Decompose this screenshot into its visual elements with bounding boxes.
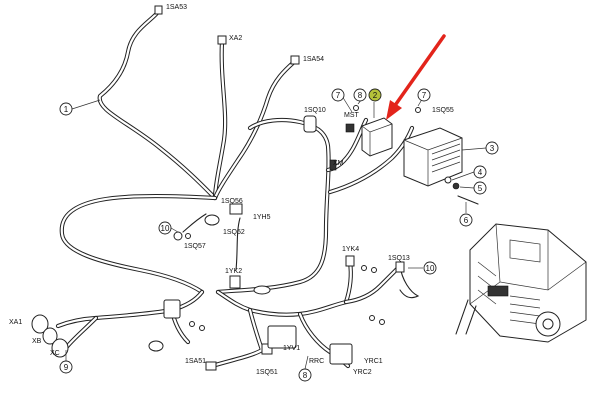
svg-text:2: 2 xyxy=(373,91,378,100)
svg-text:5: 5 xyxy=(478,184,483,193)
label-1sa53: 1SA53 xyxy=(166,4,187,11)
callout-2: 2 xyxy=(368,88,382,102)
svg-text:3: 3 xyxy=(490,144,495,153)
nut-5 xyxy=(452,182,460,190)
label-1sq13: 1SQ13 xyxy=(388,255,410,262)
bolt-small-6 xyxy=(369,315,375,321)
label-1sq56: 1SQ56 xyxy=(221,198,243,205)
label-1yh5: 1YH5 xyxy=(253,214,271,221)
label-yrc1: YRC1 xyxy=(364,358,383,365)
callout-10-left: 10 xyxy=(158,221,172,235)
label-1sa51: 1SA51 xyxy=(185,358,206,365)
label-xa1: XA1 xyxy=(9,319,22,326)
main-harness xyxy=(55,9,415,369)
callout-8-top: 8 xyxy=(353,88,367,102)
relay-1yk4 xyxy=(345,255,355,267)
label-1sq52: 1SQ52 xyxy=(223,229,245,236)
connector-xm xyxy=(329,159,337,171)
callout-3: 3 xyxy=(485,141,499,155)
sensor-1sq10 xyxy=(303,115,317,133)
valve-block-yrc xyxy=(329,343,353,365)
bolt-small-3 xyxy=(199,325,205,331)
label-1sa54: 1SA54 xyxy=(303,56,324,63)
callouts: 1 2 3 4 5 6 7 7 xyxy=(59,88,499,382)
label-xb: XB xyxy=(32,338,42,345)
connector-xa1 xyxy=(31,314,49,334)
washer-4 xyxy=(444,176,452,184)
sensor-1sq56 xyxy=(229,203,243,215)
callout-9: 9 xyxy=(59,360,73,374)
label-mst: MST xyxy=(344,112,360,119)
connector-1sa51 xyxy=(205,361,217,371)
callout-7-right: 7 xyxy=(417,88,431,102)
machine-thumbnail xyxy=(455,223,587,343)
label-1yv1: 1YV1 xyxy=(283,345,300,352)
bolt-small-9 xyxy=(415,107,421,113)
junction-block xyxy=(163,299,181,319)
label-xa2: XA2 xyxy=(229,35,242,42)
bolt-small-7 xyxy=(379,319,385,325)
clamp-ring-2 xyxy=(148,340,164,352)
label-1sq51: 1SQ51 xyxy=(256,369,278,376)
connector-xb xyxy=(42,327,58,345)
bolt-small-8 xyxy=(353,105,359,111)
label-1sq10: 1SQ10 xyxy=(304,107,326,114)
svg-text:1: 1 xyxy=(64,105,69,114)
label-1yk4: 1YK4 xyxy=(342,246,359,253)
svg-text:6: 6 xyxy=(464,216,469,225)
bolt-small-5 xyxy=(371,267,377,273)
connector-xc xyxy=(51,338,69,358)
bolt-small-1 xyxy=(185,233,191,239)
hardware xyxy=(444,176,479,205)
thin-wires xyxy=(182,213,420,299)
module-housing xyxy=(403,127,463,187)
svg-text:7: 7 xyxy=(336,91,341,100)
machine-highlight xyxy=(487,285,509,297)
svg-text:8: 8 xyxy=(303,371,308,380)
label-1sq55: 1SQ55 xyxy=(432,107,454,114)
connector-1sq13 xyxy=(395,261,405,273)
callout-leaders xyxy=(65,94,487,370)
labels: 1SA53 XA2 1SA54 1SQ10 MST 1SQ55 XM 1SQ56… xyxy=(9,4,454,376)
connector-mst xyxy=(345,123,355,133)
callout-6: 6 xyxy=(459,213,473,227)
callout-10-right: 10 xyxy=(423,261,437,275)
svg-text:4: 4 xyxy=(478,168,483,177)
connector-1sq51 xyxy=(261,343,273,355)
callout-1: 1 xyxy=(59,102,73,116)
label-rrc: RRC xyxy=(309,358,324,365)
red-arrow xyxy=(386,34,446,120)
control-box xyxy=(361,117,393,157)
label-xm: XM xyxy=(333,160,344,167)
callout-5: 5 xyxy=(473,181,487,195)
label-1yk2: 1YK2 xyxy=(225,268,242,275)
sensor-1sq57 xyxy=(173,231,183,241)
bolt-small-2 xyxy=(189,321,195,327)
connector-1sa54 xyxy=(290,55,300,65)
clamp-ring xyxy=(253,285,271,295)
relay-1yk2 xyxy=(229,275,241,289)
svg-text:9: 9 xyxy=(64,363,69,372)
bolt-6 xyxy=(457,195,479,205)
label-1sq57: 1SQ57 xyxy=(184,243,206,250)
svg-text:7: 7 xyxy=(422,91,427,100)
connector-xa2 xyxy=(217,35,227,45)
svg-text:10: 10 xyxy=(426,264,435,273)
callout-7-left: 7 xyxy=(331,88,345,102)
callout-4: 4 xyxy=(473,165,487,179)
connectors xyxy=(31,5,421,371)
connector-1sa53 xyxy=(154,5,163,15)
label-yrc2: YRC2 xyxy=(353,369,372,376)
clamp-1sq52 xyxy=(204,214,220,226)
svg-text:10: 10 xyxy=(161,224,170,233)
svg-text:8: 8 xyxy=(358,91,363,100)
valve-block-1yv1 xyxy=(267,325,297,349)
callout-8-bottom: 8 xyxy=(298,368,312,382)
label-xc: XC xyxy=(50,350,60,357)
bolt-small-4 xyxy=(361,265,367,271)
